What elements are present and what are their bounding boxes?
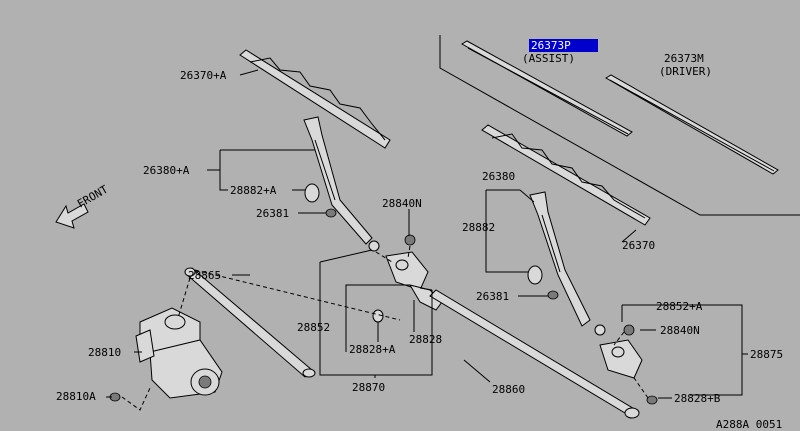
label-front: FRONT (75, 183, 111, 211)
highlight-26373P (529, 39, 598, 52)
label-28882[interactable]: 28882 (462, 221, 495, 234)
label-28828[interactable]: 28828 (409, 333, 442, 346)
label-26380[interactable]: 26380 (482, 170, 515, 183)
label-26381-right[interactable]: 26381 (476, 290, 509, 303)
long-link-rod[interactable] (429, 289, 640, 419)
left-pivot-assembly[interactable] (385, 251, 443, 311)
label-28875[interactable]: 28875 (750, 348, 783, 361)
short-link-rod[interactable] (184, 267, 316, 378)
dash-left-cap (375, 251, 393, 263)
left-wiper-arm[interactable] (303, 116, 373, 245)
right-pivot-bush[interactable] (594, 324, 606, 336)
refill-assist[interactable] (461, 40, 633, 137)
dash-right-nut (613, 331, 625, 346)
label-28828A[interactable]: 28828+A (349, 343, 396, 356)
label-driver: (DRIVER) (659, 65, 712, 78)
left-arm-nut[interactable] (325, 208, 337, 218)
refill-panel-outline (439, 35, 800, 216)
right-pivot-nut[interactable] (623, 324, 635, 336)
right-bottom-nut[interactable] (646, 395, 658, 405)
left-pivot-cap[interactable] (368, 240, 380, 252)
dash-motor-bolt (121, 387, 151, 411)
label-28852[interactable]: 28852 (297, 321, 330, 334)
wiper-motor[interactable] (135, 307, 223, 399)
left-pivot-nut[interactable] (404, 234, 416, 246)
dash-right-bottom (631, 374, 649, 399)
dash-rod-to-motor (177, 277, 191, 319)
right-wiper-blade[interactable] (481, 124, 651, 226)
diagram-code: A288A 0051 (716, 418, 782, 431)
left-arm-cap[interactable] (304, 183, 320, 203)
label-28852A[interactable]: 28852+A (656, 300, 703, 313)
label-28860[interactable]: 28860 (492, 383, 525, 396)
label-28882A[interactable]: 28882+A (230, 184, 277, 197)
label-26380A[interactable]: 26380+A (143, 164, 190, 177)
label-28810[interactable]: 28810 (88, 346, 121, 359)
label-26370[interactable]: 26370 (622, 239, 655, 252)
right-wiper-arm[interactable] (529, 191, 591, 327)
right-pivot-assembly[interactable] (599, 339, 643, 379)
dash-rod-to-pivot (194, 269, 401, 321)
right-arm-nut[interactable] (547, 290, 559, 300)
label-28840N-top[interactable]: 28840N (382, 197, 422, 210)
label-28810A[interactable]: 28810A (56, 390, 96, 403)
refill-driver[interactable] (605, 74, 779, 175)
front-arrow-icon (55, 203, 89, 229)
dash-left-nut (407, 245, 411, 259)
label-26381-left[interactable]: 26381 (256, 207, 289, 220)
label-assist: (ASSIST) (522, 52, 575, 65)
label-28840N-right[interactable]: 28840N (660, 324, 700, 337)
label-26370A[interactable]: 26370+A (180, 69, 227, 82)
right-arm-cap[interactable] (527, 265, 543, 285)
label-28828B[interactable]: 28828+B (674, 392, 721, 405)
label-28865[interactable]: 28865 (188, 269, 221, 282)
left-wiper-blade[interactable] (239, 49, 391, 149)
label-26373M[interactable]: 26373M (664, 52, 704, 65)
label-26373P[interactable]: 26373P (531, 39, 571, 52)
label-28870[interactable]: 28870 (352, 381, 385, 394)
